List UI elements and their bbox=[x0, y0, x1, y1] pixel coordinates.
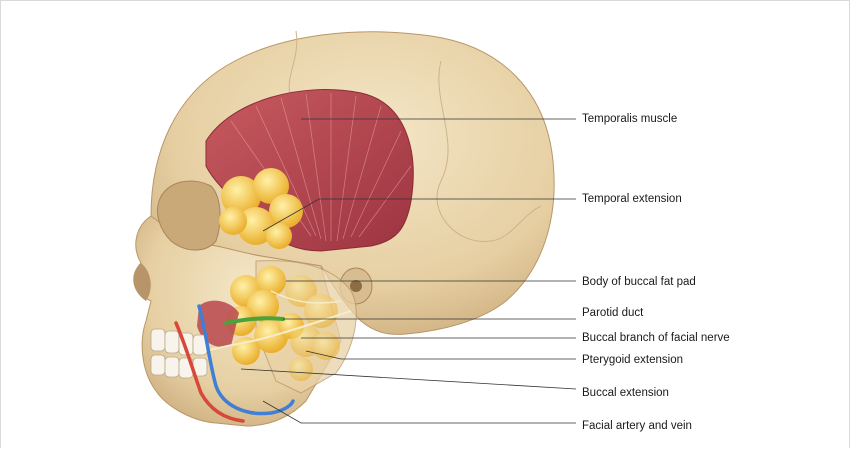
orbit bbox=[157, 180, 221, 251]
label-facial-artery-and-vein: Facial artery and vein bbox=[582, 420, 692, 432]
buccinator-muscle bbox=[197, 300, 239, 348]
label-temporal-extension: Temporal extension bbox=[582, 193, 682, 205]
label-pterygoid-extension: Pterygoid extension bbox=[582, 354, 684, 366]
nasal-aperture bbox=[133, 263, 151, 301]
label-parotid-duct: Parotid duct bbox=[582, 307, 644, 319]
temporal-extension-fat bbox=[219, 168, 303, 249]
facial-vein bbox=[197, 304, 295, 416]
leader-lines bbox=[240, 118, 577, 424]
facial-artery bbox=[174, 321, 245, 423]
label-temporalis-muscle: Temporalis muscle bbox=[582, 113, 678, 125]
pterygoid-extension-fat bbox=[285, 275, 340, 381]
lambdoid-suture bbox=[436, 60, 542, 242]
label-body-of-buccal-fat-pad: Body of buccal fat pad bbox=[582, 276, 696, 288]
label-buccal-branch-of-facial-nerve: Buccal branch of facial nerve bbox=[582, 332, 730, 344]
label-buccal-extension: Buccal extension bbox=[582, 387, 669, 399]
parotid-duct bbox=[224, 316, 285, 325]
